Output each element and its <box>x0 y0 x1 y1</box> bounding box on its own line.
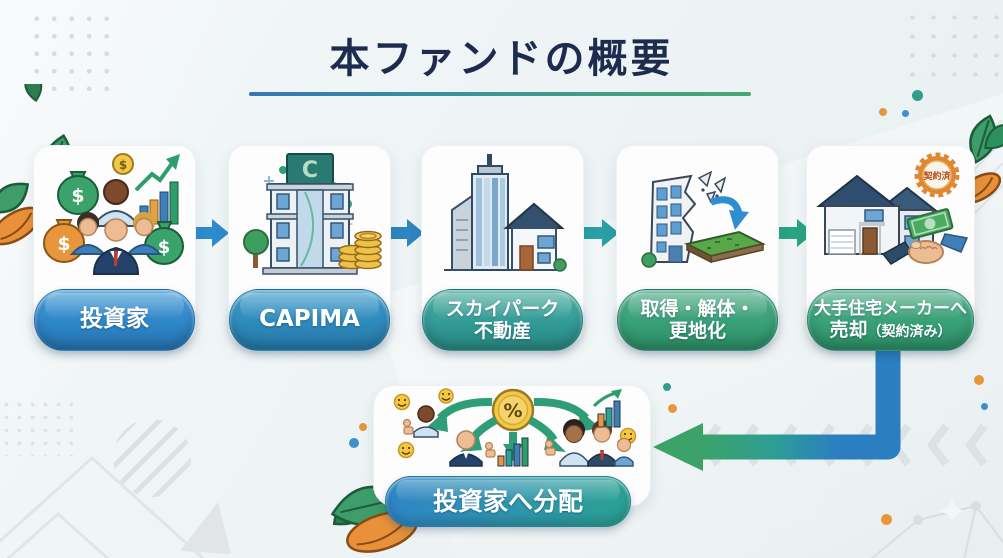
accent-dot <box>981 403 988 410</box>
investor-family-right <box>544 419 634 467</box>
capima-logo-letter: C <box>301 158 317 183</box>
contract-badge: 契約済 <box>914 152 959 198</box>
growth-chart-icon <box>592 389 622 428</box>
distribution-card: % <box>373 385 651 527</box>
network-decor-bottom-right <box>870 498 1003 558</box>
percent-coin-icon: % <box>491 388 535 432</box>
title-underline <box>249 92 751 96</box>
step-pill-sale: 大手住宅メーカーへ 売却（契約済み） <box>807 289 974 351</box>
smiley-icon <box>438 388 454 404</box>
step-label-line2: 更地化 <box>668 320 726 342</box>
accent-dot <box>912 90 923 101</box>
svg-text:$: $ <box>57 233 70 255</box>
distribution-label: 投資家へ分配 <box>432 486 583 516</box>
step-pill-skypark: スカイパーク 不動産 <box>422 289 583 351</box>
smiley-icon <box>393 393 411 411</box>
buildings-icon <box>443 154 567 272</box>
demolition-illustration <box>617 150 778 278</box>
sale-illustration: 契約済 <box>807 150 974 278</box>
step-label: CAPIMA <box>259 306 360 333</box>
step-label-line1: スカイパーク <box>445 297 560 320</box>
step-label-line2: 売却（契約済み） <box>829 318 952 341</box>
flow-arrow-1 <box>194 219 229 247</box>
skypark-illustration <box>422 150 583 278</box>
dot-grid-top-right <box>902 8 1000 84</box>
flow-arrow-3 <box>584 219 619 247</box>
flow-arrow-4 <box>779 219 814 247</box>
banknote-icon <box>906 208 953 240</box>
step-label-line1: 大手住宅メーカーへ <box>814 298 967 319</box>
investors-illustration: $ $ $ <box>34 150 195 278</box>
accent-dot <box>902 110 909 117</box>
investor-thumbsup-left <box>402 405 439 438</box>
accent-dot <box>881 514 892 525</box>
distribution-icon: % <box>393 388 637 467</box>
capima-building-icon: C <box>242 153 382 275</box>
page-title: 本ファンドの概要 <box>329 36 674 82</box>
step-label-line2: 不動産 <box>473 320 531 342</box>
step-label: 投資家 <box>80 306 149 333</box>
step-card-capima: C <box>228 145 391 351</box>
step-card-sale: 契約済 大手住宅メーカーへ 売却（契約済み） <box>806 145 975 351</box>
accent-dot <box>359 423 367 431</box>
geometric-decor-bottom-left <box>0 419 231 558</box>
percent-symbol: % <box>503 400 522 422</box>
bar-chart-icon <box>497 437 529 467</box>
accent-dot <box>879 108 887 116</box>
accent-dot <box>668 404 677 413</box>
step-label-note: （契約済み） <box>867 323 952 340</box>
step-card-skypark: スカイパーク 不動産 <box>421 145 584 351</box>
distribution-pill: 投資家へ分配 <box>385 476 631 527</box>
badge-text: 契約済 <box>922 170 951 182</box>
smiley-icon <box>397 441 415 459</box>
coin-dollar: $ <box>118 158 126 172</box>
demolition-icon <box>640 170 766 268</box>
svg-text:$: $ <box>71 185 84 207</box>
investors-icon: $ $ $ <box>42 153 184 275</box>
step-pill-capima: CAPIMA <box>229 289 390 351</box>
house-sale-icon: 契約済 <box>815 152 968 265</box>
investor-suit-center <box>449 430 496 467</box>
handshake-icon <box>881 233 968 265</box>
step-label-line1: 取得・解体・ <box>640 297 755 320</box>
flow-arrow-2 <box>389 219 424 247</box>
step-card-investors: $ $ $ <box>33 145 196 351</box>
step-pill-investors: 投資家 <box>34 289 195 351</box>
step-pill-demolition: 取得・解体・ 更地化 <box>617 289 778 351</box>
step-card-demolition: 取得・解体・ 更地化 <box>616 145 779 351</box>
accent-dot <box>349 438 359 448</box>
money-bag-icon: $ <box>56 171 99 215</box>
capima-illustration: C <box>229 150 390 278</box>
distribution-flow-arrow <box>653 350 901 471</box>
accent-dot <box>663 383 671 391</box>
accent-dot <box>974 375 984 385</box>
